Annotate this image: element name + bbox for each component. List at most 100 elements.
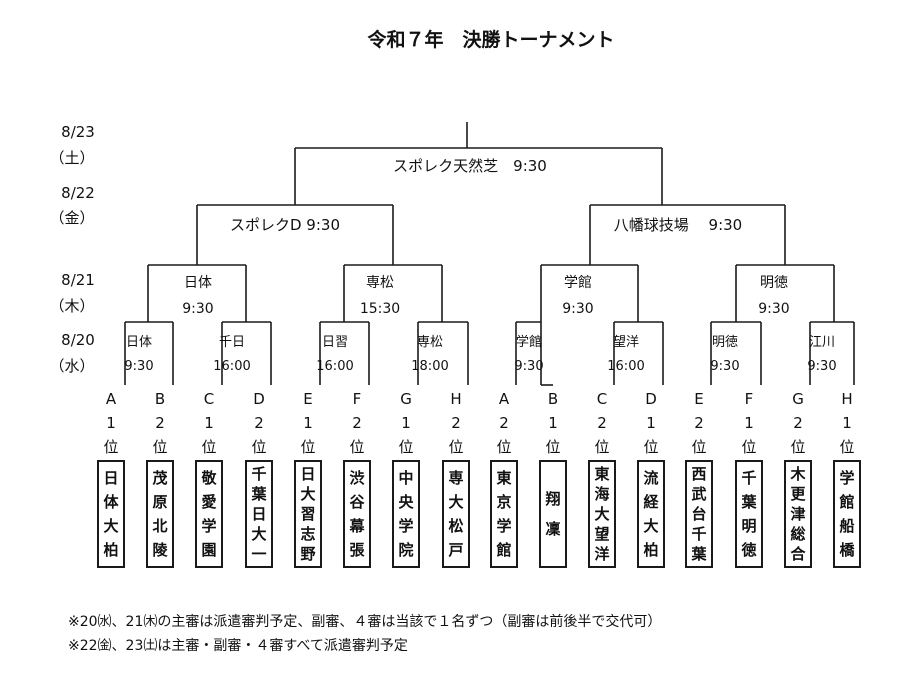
footnote: ※20㈬、21㈭の主審は派遣審判予定、副審、４審は当該で１名ずつ（副審は前後半で… (68, 613, 661, 630)
group-letter: H (841, 390, 852, 408)
weekday-label: （金） (49, 209, 94, 227)
team-box (588, 460, 616, 568)
rank-suffix: 位 (201, 438, 216, 456)
quarterfinal-time: 9:30 (562, 301, 593, 317)
round1-venue: 明徳 (712, 335, 738, 350)
semifinal-venue: 八幡球技場 9:30 (614, 216, 742, 234)
group-letter: F (745, 390, 754, 408)
team-box (97, 460, 125, 568)
page-title: 令和７年 決勝トーナメント (367, 28, 614, 51)
group-letter: B (155, 390, 165, 408)
quarterfinal-time: 9:30 (758, 301, 789, 317)
weekday-label: （土） (49, 149, 94, 167)
team-name: 流経大柏 (643, 469, 659, 559)
group-rank: 2 (499, 414, 509, 432)
group-rank: 1 (303, 414, 313, 432)
round1-time: 18:00 (411, 359, 448, 374)
rank-suffix: 位 (448, 438, 463, 456)
date-column: 8/23 （土） 8/22 （金） 8/21 （木） 8/20 （水） (49, 123, 94, 375)
team-box (735, 460, 763, 568)
team-name: 千葉明徳 (740, 469, 757, 559)
team-box (685, 460, 713, 568)
round1-time: 16:00 (607, 359, 644, 374)
team-slots: A1位日体大柏B2位茂原北陵C1位敬愛学園D2位千葉日大一E1位日大習志野F2位… (97, 390, 861, 568)
date-label: 8/21 (61, 271, 95, 289)
weekday-label: （木） (49, 297, 94, 315)
rank-suffix: 位 (349, 438, 364, 456)
round1-time: 16:00 (213, 359, 250, 374)
team-box (833, 460, 861, 568)
team-name: 渋谷幕張 (348, 469, 365, 559)
rank-suffix: 位 (790, 438, 805, 456)
team-name: 日大習志野 (300, 465, 315, 563)
round1-venue: 日体 (126, 335, 152, 350)
team-box (195, 460, 223, 568)
team-box (784, 460, 812, 568)
group-letter: A (106, 390, 117, 408)
rank-suffix: 位 (643, 438, 658, 456)
rank-suffix: 位 (496, 438, 511, 456)
quarterfinal-time: 15:30 (360, 301, 400, 317)
group-letter: C (597, 390, 607, 408)
group-letter: H (450, 390, 461, 408)
quarterfinal-time: 9:30 (182, 301, 213, 317)
rank-suffix: 位 (839, 438, 854, 456)
group-rank: 1 (548, 414, 558, 432)
group-letter: E (694, 390, 703, 408)
group-rank: 1 (842, 414, 852, 432)
semifinal-venue: スポレクD 9:30 (230, 216, 340, 234)
team-box (637, 460, 665, 568)
group-letter: D (645, 390, 657, 408)
rank-suffix: 位 (251, 438, 266, 456)
team-box (392, 460, 420, 568)
team-name: 東京学館 (495, 469, 511, 559)
group-rank: 2 (597, 414, 607, 432)
group-letter: G (400, 390, 412, 408)
round1-time: 9:30 (710, 359, 739, 374)
team-name: 日体大柏 (103, 469, 119, 559)
group-rank: 1 (401, 414, 411, 432)
team-name: 翔凜 (544, 490, 560, 538)
round1-time: 9:30 (514, 359, 543, 374)
team-name: 中央学院 (398, 469, 414, 559)
round1-venue: 江川 (809, 335, 835, 350)
team-name: 西武台千葉 (690, 465, 707, 563)
rank-suffix: 位 (300, 438, 315, 456)
rank-suffix: 位 (741, 438, 756, 456)
team-name: 木更津総合 (789, 465, 806, 563)
group-letter: B (548, 390, 558, 408)
quarterfinal-venue: 学館 (564, 274, 592, 291)
team-box (343, 460, 371, 568)
team-box (245, 460, 273, 568)
group-letter: C (204, 390, 214, 408)
team-name: 東海大望洋 (594, 465, 609, 563)
team-box (490, 460, 518, 568)
group-rank: 1 (744, 414, 754, 432)
quarterfinal-venue: 明徳 (760, 275, 788, 291)
team-box (442, 460, 470, 568)
round1-time: 9:30 (807, 359, 836, 374)
group-rank: 2 (155, 414, 165, 432)
rank-suffix: 位 (152, 438, 167, 456)
date-label: 8/20 (61, 331, 95, 349)
group-letter: F (353, 390, 362, 408)
round1-venue: 学館 (516, 334, 542, 350)
group-rank: 1 (106, 414, 116, 432)
date-label: 8/22 (61, 184, 95, 202)
team-name: 茂原北陵 (152, 469, 168, 559)
team-box (539, 460, 567, 568)
group-rank: 2 (254, 414, 264, 432)
team-box (146, 460, 174, 568)
